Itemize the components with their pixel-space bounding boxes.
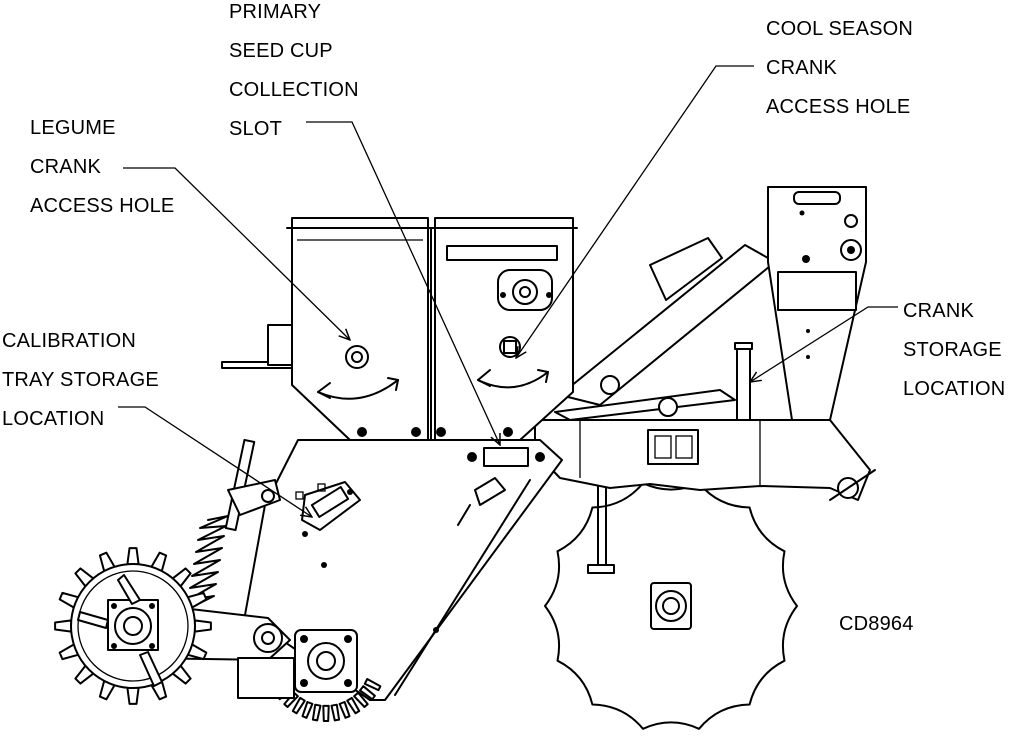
cool-season-label-line-1: COOL SEASON [766, 18, 914, 40]
crank-storage-label-line-3: LOCATION [903, 378, 1006, 400]
cool-season-label-line-3: ACCESS HOLE [766, 96, 911, 118]
coulter-disc [544, 419, 798, 730]
calibration-tray-label-line-2: TRAY STORAGE [2, 369, 159, 391]
cool-season-label-line-2: CRANK [766, 57, 838, 79]
calibration-tray-label-line-3: LOCATION [2, 408, 105, 430]
legume-meter-box [221, 217, 434, 441]
closing-wheel [54, 547, 212, 705]
crank-storage-label-line-2: STORAGE [903, 339, 1002, 361]
figure-id: CD8964 [839, 613, 914, 635]
gauge-wheel-hub [237, 629, 382, 722]
storage-bracket [767, 186, 867, 421]
primary-seed-cup-label-line-1: PRIMARY [229, 1, 322, 23]
legume-crank-label-line-3: ACCESS HOLE [30, 195, 175, 217]
calibration-tray-label-line-1: CALIBRATION [2, 330, 137, 352]
legume-crank-label-line-2: CRANK [30, 156, 102, 178]
down-pressure-spring [187, 438, 281, 609]
primary-seed-cup-label-line-4: SLOT [229, 118, 283, 140]
main-frame [534, 419, 876, 501]
cool-season-meter-box [430, 217, 578, 441]
primary-seed-cup-label-line-3: COLLECTION [229, 79, 359, 101]
drive-arm [554, 237, 776, 421]
primary-seed-cup-label-line-2: SEED CUP [229, 40, 333, 62]
callout-leaders [118, 65, 898, 517]
legume-crank-label-line-1: LEGUME [30, 117, 116, 139]
crank-storage-label-line-1: CRANK [903, 300, 975, 322]
